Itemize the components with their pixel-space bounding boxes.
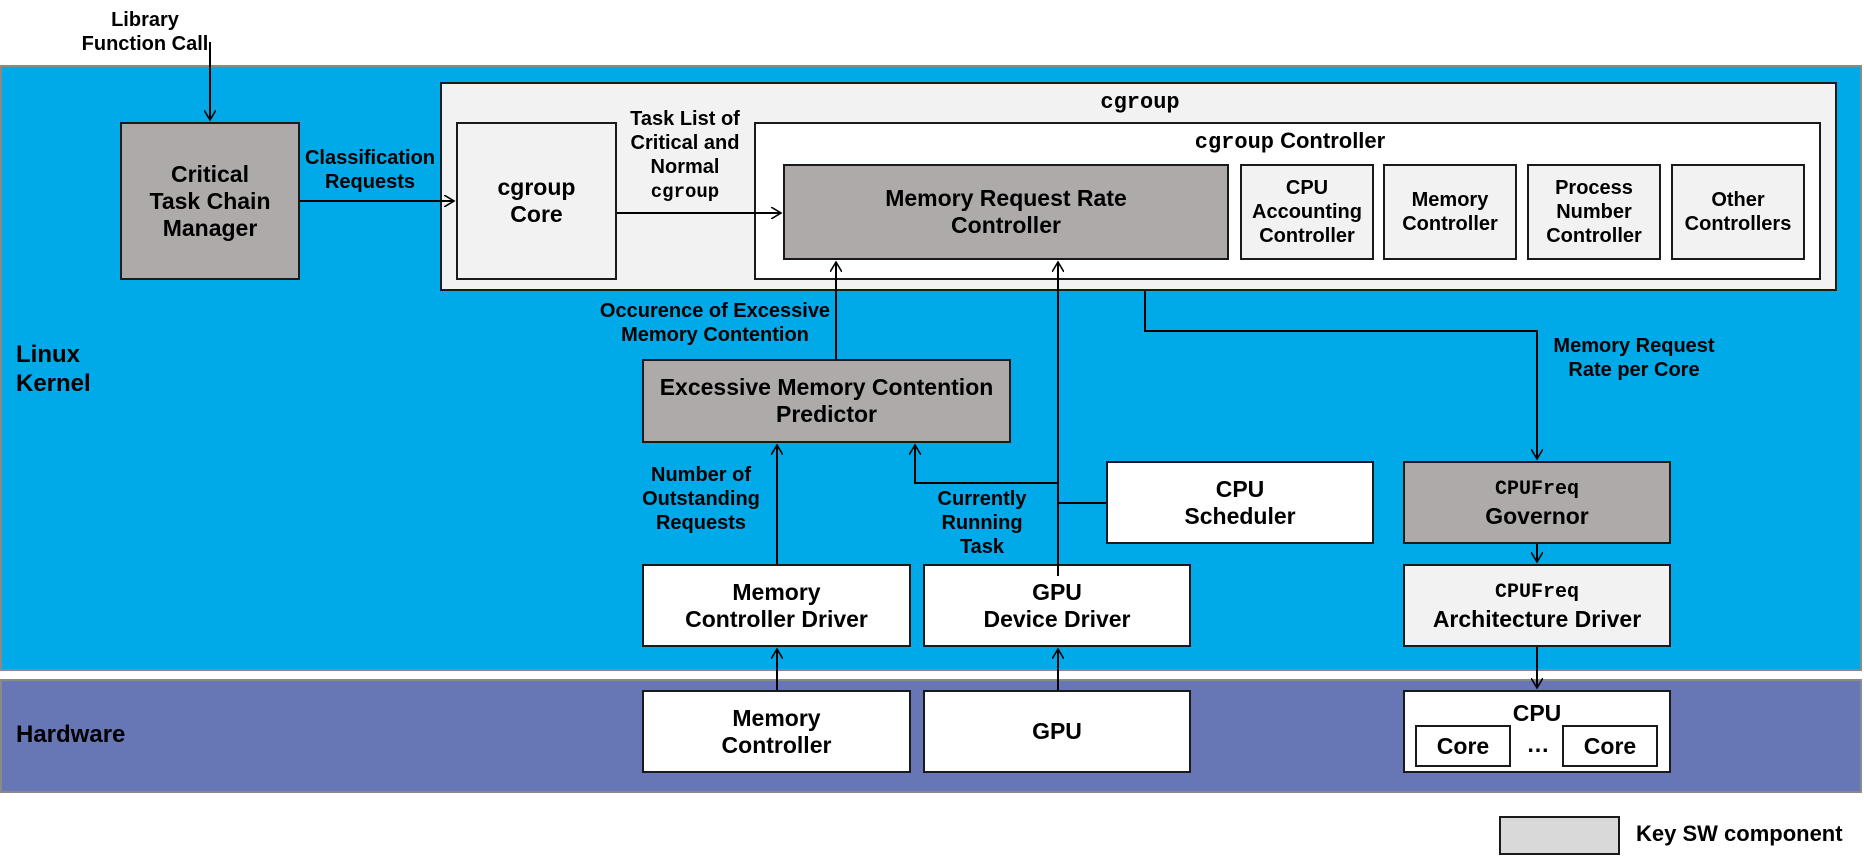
critical-task-chain-manager: Critical Task Chain Manager xyxy=(120,122,300,280)
currently-running-task-label: Currently Running Task xyxy=(937,488,1027,558)
core-1: Core xyxy=(1415,725,1511,767)
memory-controller-cgroup: Memory Controller xyxy=(1383,164,1517,260)
legend-swatch xyxy=(1499,816,1620,855)
occurrence-label: Occurence of Excessive Memory Contention xyxy=(599,300,831,346)
legend-label: Key SW component xyxy=(1636,821,1843,846)
memory-request-rate-controller: Memory Request Rate Controller xyxy=(783,164,1229,260)
cgroup-title: cgroup xyxy=(1100,90,1180,115)
gpu-hw: GPU xyxy=(923,690,1191,773)
hardware-label: Hardware xyxy=(16,721,126,748)
cgroup-core: cgroup Core xyxy=(456,122,617,280)
memory-controller-hw: Memory Controller xyxy=(642,690,911,773)
arrow-task-to-predictor xyxy=(915,445,1058,484)
linux-kernel-label: Linux Kernel xyxy=(16,341,91,397)
arrow-cgroup-to-governor xyxy=(1144,291,1537,459)
classification-requests-label: Classification Requests xyxy=(304,147,436,193)
process-number-controller: Process Number Controller xyxy=(1527,164,1661,260)
library-function-call-label: Library Function Call xyxy=(81,9,209,55)
core-ellipsis: … xyxy=(1526,731,1550,757)
cpu-accounting-controller: CPU Accounting Controller xyxy=(1240,164,1374,260)
gpu-device-driver: GPU Device Driver xyxy=(923,564,1191,647)
memory-controller-driver: Memory Controller Driver xyxy=(642,564,911,647)
excessive-memory-contention-predictor: Excessive Memory Contention Predictor xyxy=(642,359,1011,443)
cpu-scheduler: CPU Scheduler xyxy=(1106,461,1374,544)
core-2: Core xyxy=(1562,725,1658,767)
cgroup-controller-title: cgroup Controller xyxy=(1194,128,1386,155)
cpufreq-architecture-driver: CPUFreq Architecture Driver xyxy=(1403,564,1671,647)
other-controllers: Other Controllers xyxy=(1671,164,1805,260)
rate-per-core-label: Memory Request Rate per Core xyxy=(1553,335,1715,381)
cpufreq-governor: CPUFreq Governor xyxy=(1403,461,1671,544)
outstanding-requests-label: Number of Outstanding Requests xyxy=(642,464,760,534)
